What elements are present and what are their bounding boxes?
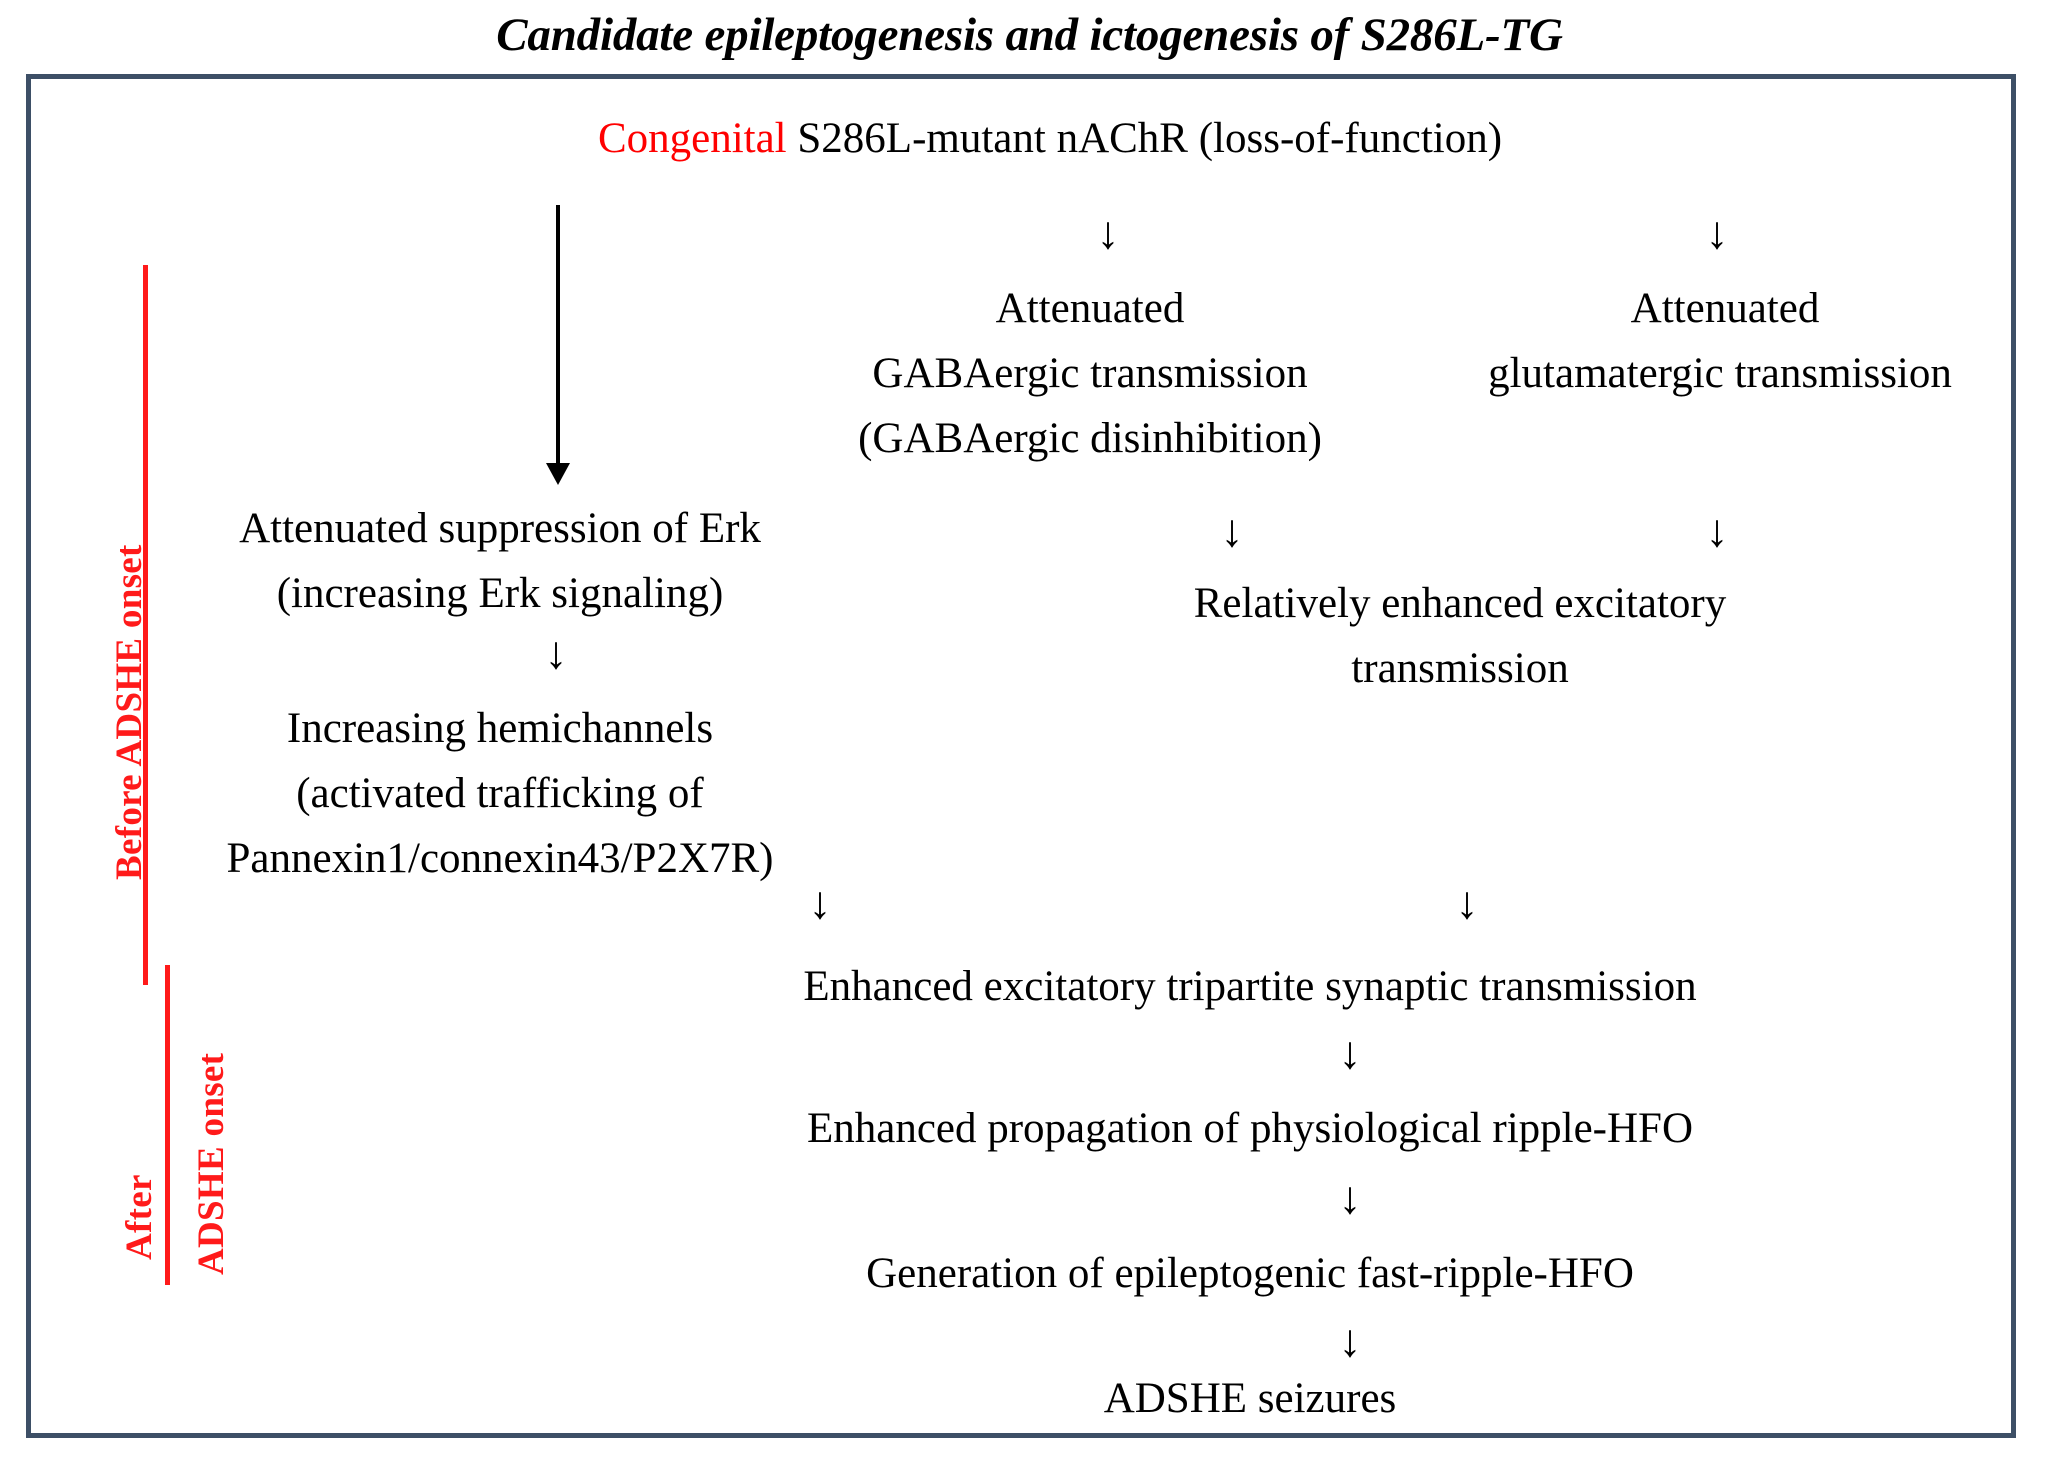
node-excitatory-line2: transmission (1351, 645, 1569, 692)
node-tripartite: Enhanced excitatory tripartite synaptic … (803, 963, 1697, 1010)
node-erk-line1: Attenuated suppression of Erk (239, 505, 761, 552)
phase-label-after-line2: ADSHE onset (191, 1052, 232, 1275)
phase-divider-after (165, 965, 170, 1285)
node-excitatory-line1: Relatively enhanced excitatory (1193, 580, 1727, 627)
arrow-gaba-to-excitatory: ↓ (1220, 505, 1244, 556)
arrow-origin-to-gaba: ↓ (1096, 207, 1120, 258)
node-hemichannels-line2: (activated trafficking of (296, 770, 704, 817)
node-origin-rest: S286L-mutant nAChR (loss-of-function) (786, 115, 1503, 162)
node-origin-highlight: Congenital (597, 115, 787, 162)
node-glutamate-line1: Attenuated (1630, 285, 1820, 332)
figure-title: Candidate epileptogenesis and ictogenesi… (496, 9, 1563, 61)
node-fastripple: Generation of epileptogenic fast-ripple-… (866, 1250, 1634, 1297)
phase-label-after-line1: After (119, 1174, 160, 1260)
node-gaba-line1: Attenuated (995, 285, 1185, 332)
arrow-glutamate-to-excitatory: ↓ (1705, 505, 1729, 556)
node-seizures: ADSHE seizures (1103, 1375, 1397, 1422)
node-erk-line2: (increasing Erk signaling) (276, 570, 724, 617)
node-hemichannels-line3: Pannexin1/connexin43/P2X7R) (226, 835, 774, 882)
node-origin: Congenital S286L-mutant nAChR (loss-of-f… (430, 110, 1670, 167)
phase-divider-before (143, 265, 148, 985)
arrow-hemichannels-to-tripartite: ↓ (808, 877, 832, 928)
arrow-excitatory-to-tripartite: ↓ (1455, 877, 1479, 928)
node-glutamate-line2: glutamatergic transmission (1488, 350, 1952, 397)
node-hemichannels-line1: Increasing hemichannels (286, 705, 714, 752)
diagram-frame (26, 74, 2016, 1438)
arrow-tripartite-to-ripple: ↓ (1338, 1027, 1362, 1078)
arrow-ripple-to-fastripple: ↓ (1338, 1172, 1362, 1223)
node-gaba-line2: GABAergic transmission (872, 350, 1308, 397)
node-gaba-line3: (GABAergic disinhibition) (858, 415, 1322, 462)
phase-label-before: Before ADSHE onset (109, 544, 150, 880)
arrow-fastripple-to-seizures: ↓ (1338, 1315, 1362, 1366)
arrow-erk-to-hemichannels: ↓ (544, 627, 568, 678)
arrow-origin-to-glutamate: ↓ (1705, 207, 1729, 258)
node-ripple: Enhanced propagation of physiological ri… (806, 1105, 1694, 1152)
